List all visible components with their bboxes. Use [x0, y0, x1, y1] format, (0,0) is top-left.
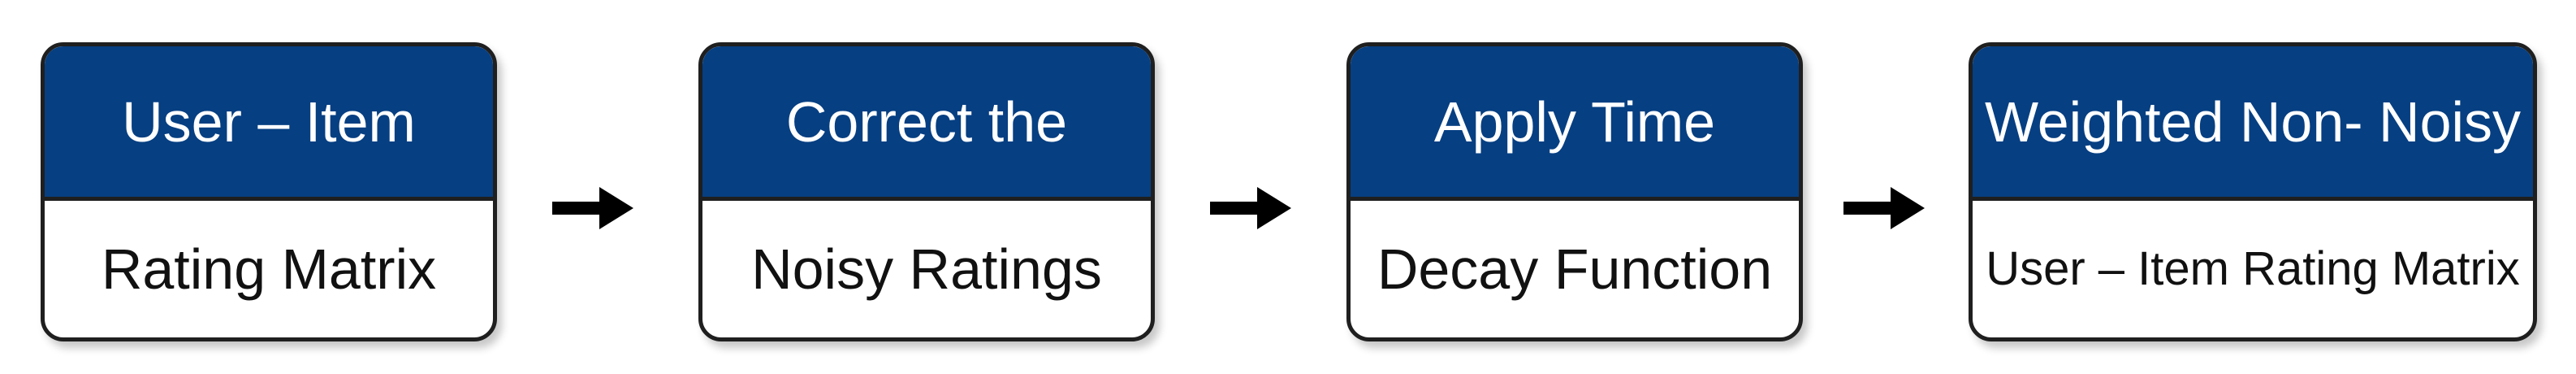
step-title: User – Item	[45, 46, 493, 201]
step-title: Weighted Non- Noisy	[1973, 46, 2533, 201]
step-box-correct-noisy: Correct the Noisy Ratings	[698, 42, 1155, 341]
step-box-time-decay: Apply Time Decay Function	[1346, 42, 1803, 341]
right-arrow-icon	[1210, 187, 1291, 229]
step-detail: Rating Matrix	[101, 237, 437, 301]
step-detail: User – Item Rating Matrix	[1986, 242, 2520, 295]
step-detail: Decay Function	[1377, 237, 1773, 301]
step-box-weighted-matrix: Weighted Non- Noisy User – Item Rating M…	[1969, 42, 2537, 341]
step-title: Apply Time	[1351, 46, 1799, 201]
right-arrow-icon	[1843, 187, 1925, 229]
step-detail: Noisy Ratings	[751, 237, 1102, 301]
right-arrow-icon	[552, 187, 633, 229]
step-title: Correct the	[702, 46, 1151, 201]
step-box-user-item: User – Item Rating Matrix	[41, 42, 497, 341]
